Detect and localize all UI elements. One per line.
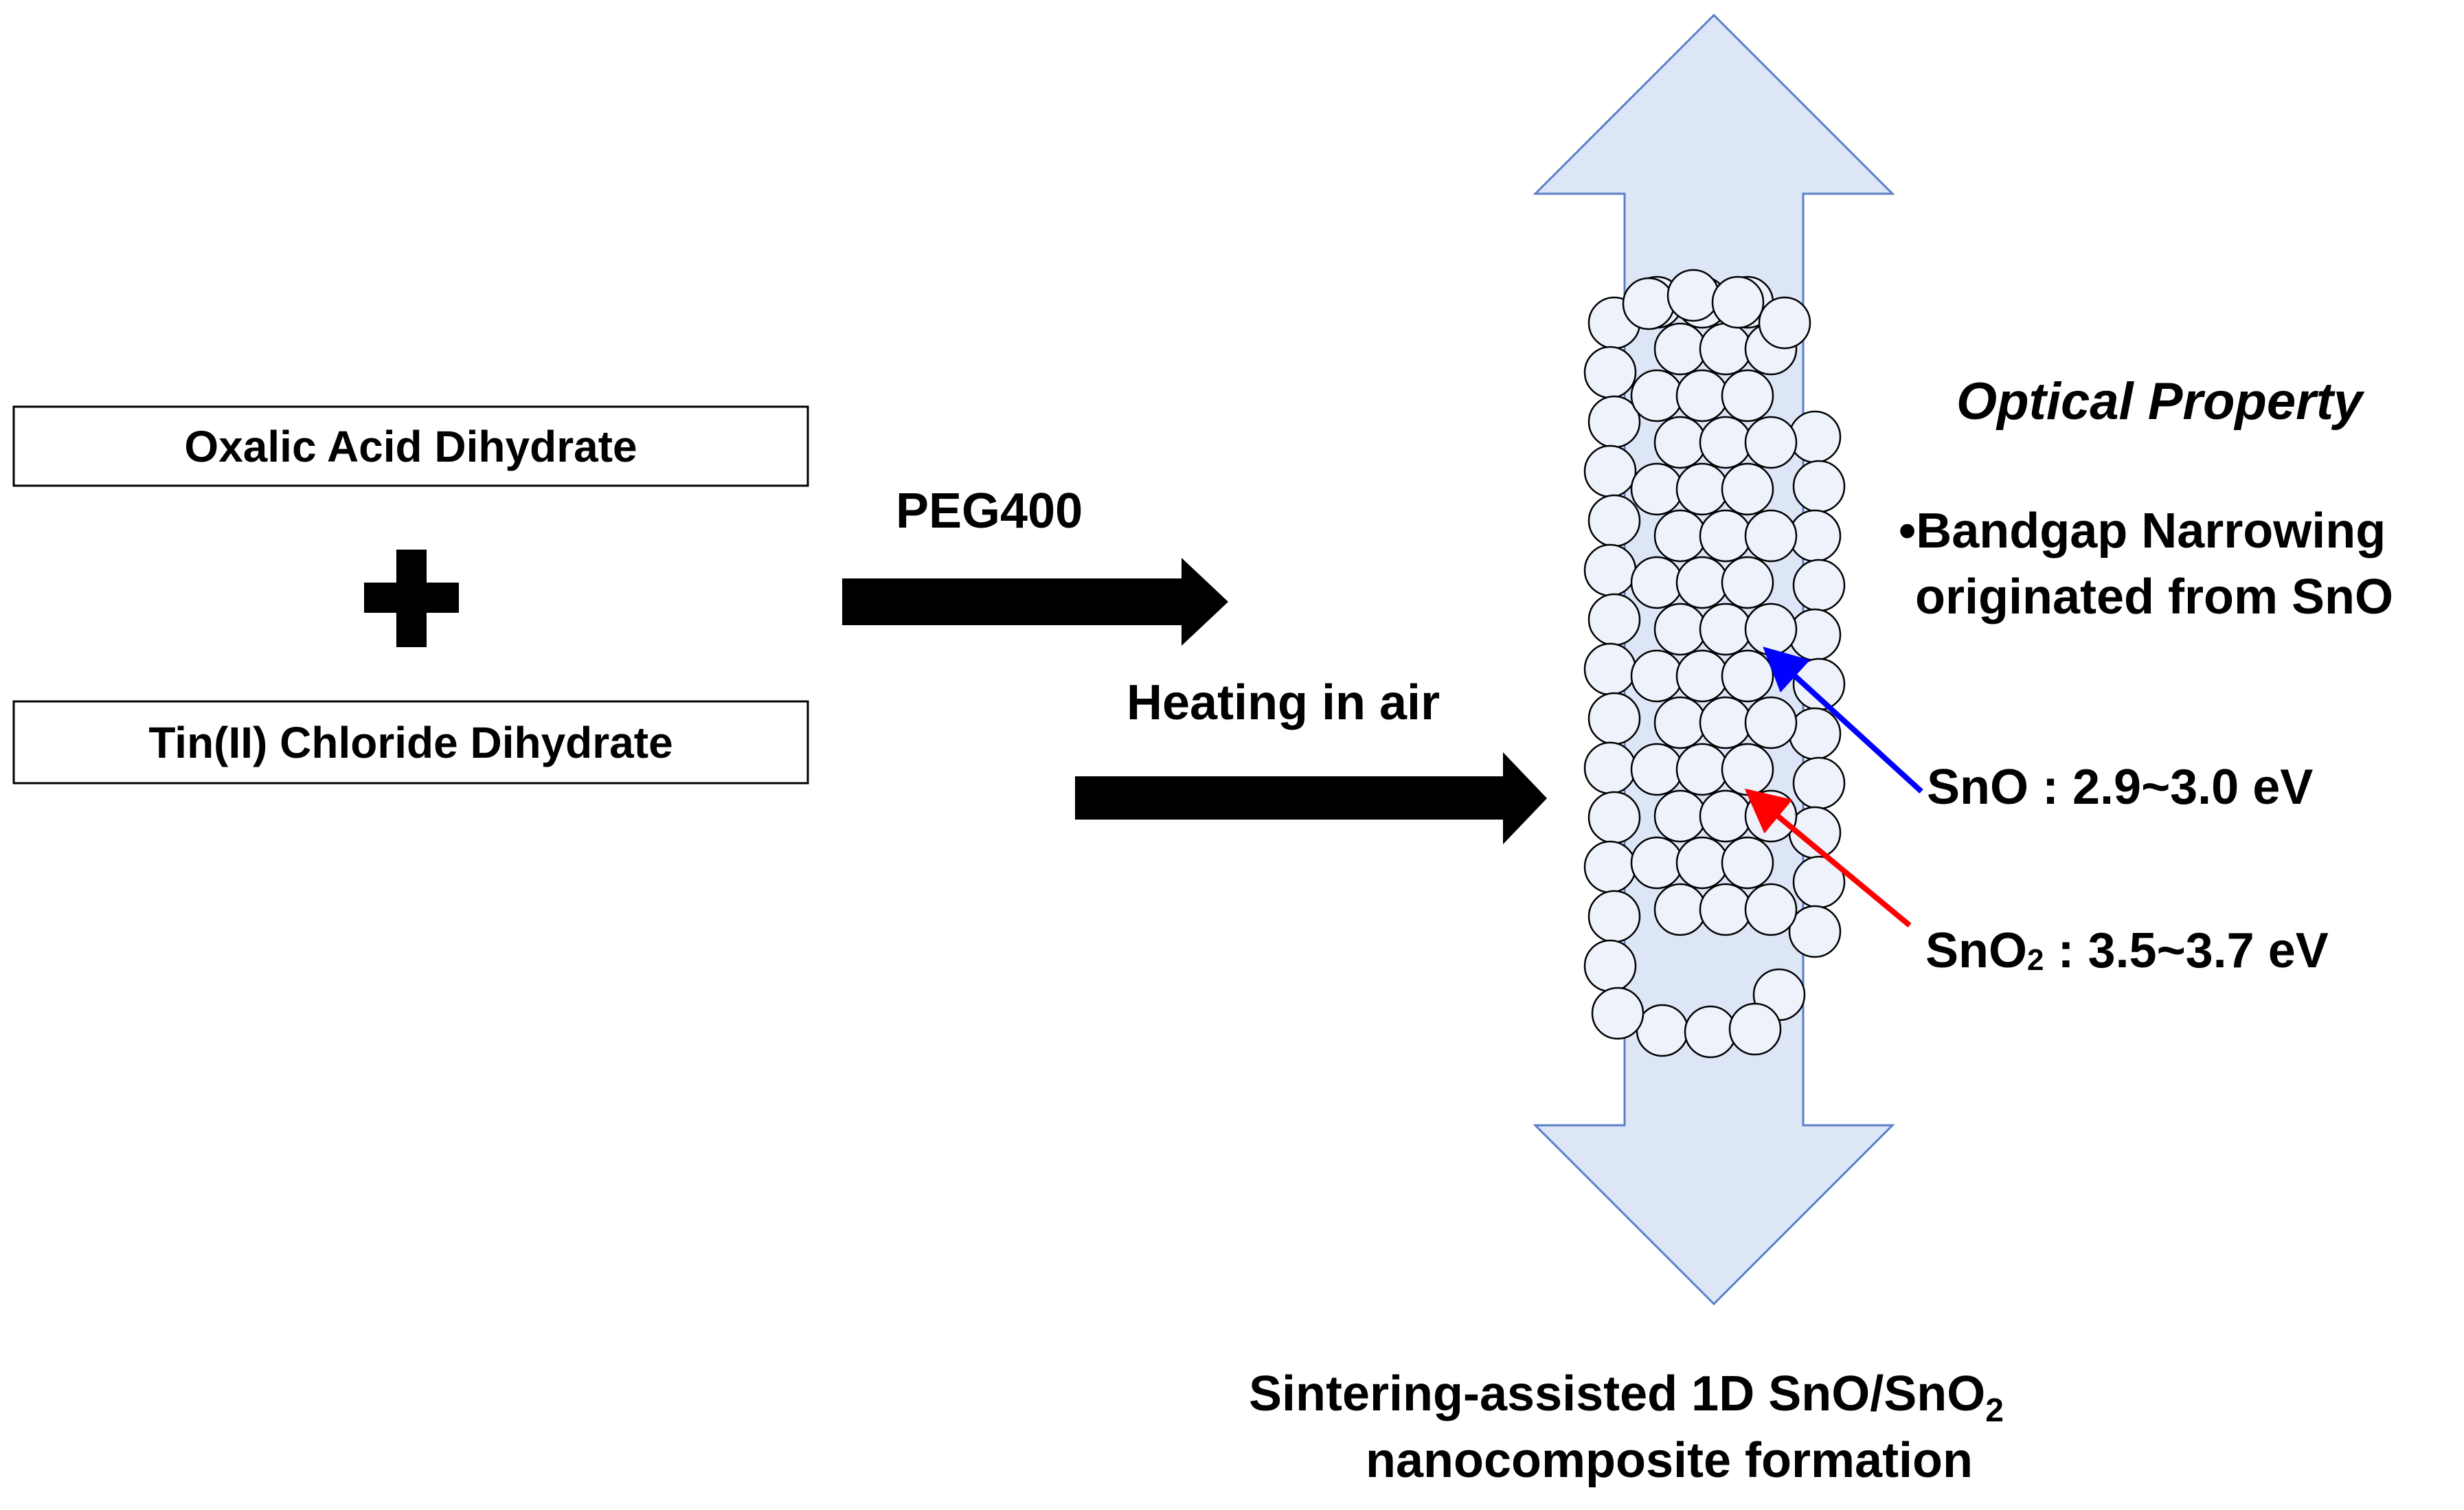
nanoparticle	[1675, 836, 1729, 890]
nanoparticle	[1684, 1005, 1737, 1059]
nanoparticle	[1630, 462, 1684, 516]
nanoparticle	[1711, 275, 1765, 329]
nanoparticle	[1699, 416, 1752, 469]
nanoparticle	[1587, 791, 1641, 844]
nanoparticle	[1721, 556, 1774, 609]
step-heating-label: Heating in air	[1127, 675, 1440, 730]
nanoparticle	[1630, 836, 1684, 890]
nanoparticle	[1622, 277, 1675, 330]
nanoparticle	[1630, 556, 1684, 609]
nanoparticle	[1653, 789, 1707, 843]
nanoparticle	[1792, 559, 1846, 612]
nanoparticle	[1630, 369, 1684, 422]
nanoparticle	[1630, 649, 1684, 703]
reactant-tin-chloride-label: Tin(II) Chloride Dihydrate	[148, 718, 672, 767]
sno2-pointer-arrow	[1744, 788, 1912, 928]
nanoparticle	[1699, 602, 1752, 656]
optical-property-title: Optical Property	[1956, 372, 2365, 431]
nanoparticle	[1583, 741, 1637, 795]
nanoparticle	[1583, 840, 1637, 894]
nanoparticle	[1699, 883, 1752, 936]
sno2-formula: SnO	[1925, 923, 2027, 978]
sno-pointer-arrow	[1763, 646, 1923, 793]
nanoparticle	[1583, 642, 1637, 696]
caption-line-2: nanocomposite formation	[1366, 1433, 1973, 1488]
caption-line-1: Sintering-assisted 1D SnO/SnO2	[1249, 1366, 2004, 1429]
nanoparticle	[1728, 1002, 1782, 1056]
nanoparticle	[1583, 346, 1637, 399]
nanoparticle	[1699, 322, 1752, 376]
nanoparticle	[1675, 743, 1729, 796]
sno2-value: : 3.5~3.7 eV	[2044, 923, 2329, 978]
plus-vertical-bar	[396, 550, 427, 647]
nanoparticle	[1653, 696, 1707, 750]
nanoparticle	[1653, 509, 1707, 563]
reactant-oxalic-acid-label: Oxalic Acid Dihydrate	[184, 422, 637, 471]
nanoparticle	[1721, 743, 1774, 796]
nanoparticle	[1744, 509, 1798, 563]
nanoparticle	[1744, 696, 1798, 750]
caption-subscript: 2	[1985, 1393, 2004, 1429]
nanoparticle	[1636, 1004, 1689, 1057]
nanoparticle	[1666, 269, 1720, 322]
nanoparticle	[1587, 593, 1641, 646]
sno-bandgap-label: SnO : 2.9~3.0 eV	[1927, 760, 2313, 815]
caption-line-1-prefix: Sintering-assisted 1D SnO/SnO	[1249, 1366, 1985, 1421]
sno2-bandgap-label: SnO2 : 3.5~3.7 eV	[1925, 923, 2329, 978]
nanoparticle	[1587, 494, 1641, 548]
step-arrow-1	[842, 558, 1228, 646]
nanoparticle	[1699, 509, 1752, 563]
nanoparticle	[1583, 939, 1637, 993]
plus-sign	[364, 550, 459, 647]
nanoparticle	[1744, 416, 1798, 469]
nanoparticle	[1583, 543, 1637, 597]
nanoparticle	[1699, 696, 1752, 750]
nanoparticle	[1721, 649, 1774, 703]
nanoparticle	[1788, 608, 1842, 662]
nanoparticle	[1653, 883, 1707, 936]
nanoparticle	[1792, 756, 1846, 810]
nanoparticle	[1792, 460, 1846, 513]
sno2-subscript: 2	[2027, 943, 2044, 977]
bandgap-narrowing-line-1: •Bandgap Narrowing	[1899, 504, 2386, 559]
nanoparticle	[1788, 707, 1842, 760]
nanoparticle	[1587, 890, 1641, 943]
nanoparticle	[1758, 296, 1811, 350]
nanoparticle	[1744, 883, 1798, 936]
nanoparticle	[1744, 602, 1798, 656]
nanoparticle	[1675, 649, 1729, 703]
nanoparticle	[1788, 410, 1842, 464]
reactant-box-oxalic-acid: Oxalic Acid Dihydrate	[12, 405, 809, 487]
nanoparticle	[1653, 416, 1707, 469]
nanoparticle	[1721, 462, 1774, 516]
nanoparticle	[1591, 987, 1644, 1040]
reactant-box-tin-chloride: Tin(II) Chloride Dihydrate	[12, 700, 809, 785]
nanoparticle	[1653, 322, 1707, 376]
nanoparticle	[1583, 444, 1637, 498]
step-peg400-label: PEG400	[896, 484, 1083, 539]
nanoparticle	[1699, 789, 1752, 843]
step-arrow-2	[1075, 752, 1547, 844]
nanoparticle	[1721, 369, 1774, 422]
nanoparticle	[1653, 602, 1707, 656]
nanoparticle	[1721, 836, 1774, 890]
nanoparticle	[1630, 743, 1684, 796]
nanoparticle	[1675, 556, 1729, 609]
nanoparticle	[1675, 462, 1729, 516]
nanoparticle-cluster	[1583, 269, 1846, 1059]
nanoparticle	[1587, 692, 1641, 745]
nanoparticle	[1675, 369, 1729, 422]
nanoparticle	[1788, 905, 1842, 958]
bandgap-narrowing-line-2: originated from SnO	[1915, 570, 2393, 624]
